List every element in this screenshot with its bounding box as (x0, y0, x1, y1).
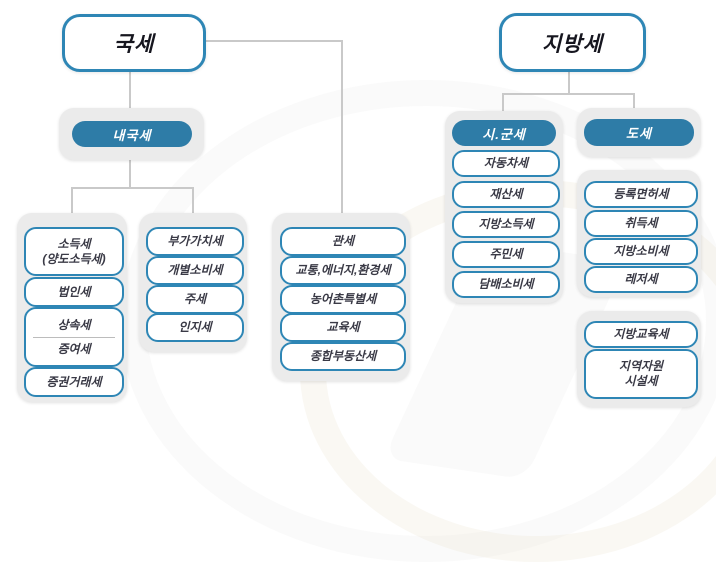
tax-item-label: 개별소비세 (167, 263, 223, 277)
tax-item-resident-tax: 주민세 (452, 241, 560, 268)
tax-item-label: 지방소득세 (478, 217, 534, 231)
connector-local-down (568, 66, 570, 94)
node-national-tax: 국세 (62, 14, 206, 72)
tax-item-label: 레저세 (624, 272, 658, 286)
local-tax-title: 지방세 (542, 32, 603, 56)
tax-item-vat: 부가가치세 (146, 227, 244, 256)
panel-province-tax-items-2: 지방교육세 지역자원 시설세 (577, 311, 701, 407)
tax-item-label: 상속세 (57, 317, 91, 332)
panel-province-tax-header: 도세 (577, 108, 701, 157)
tax-item-income-tax: 소득세 (양도소득세) (24, 227, 124, 276)
panel-national-column-1: 소득세 (양도소득세) 법인세 상속세 증여세 증권거래세 (17, 213, 127, 402)
tax-item-label: 증여세 (57, 341, 91, 356)
connector-national-to-customs-horizontal (200, 40, 343, 42)
tax-item-local-education-tax: 지방교육세 (584, 321, 698, 348)
panel-national-column-3: 관세 교통,에너지,환경세 농어촌특별세 교육세 종합부동산세 (272, 213, 410, 381)
tax-item-acquisition-tax: 취득세 (584, 210, 698, 237)
tax-item-label: 등록면허세 (613, 187, 669, 201)
connector-national-to-internal (129, 66, 131, 108)
tax-item-label: 재산세 (489, 187, 523, 201)
tax-item-liquor-tax: 주세 (146, 285, 244, 314)
tax-item-leisure-tax: 레저세 (584, 266, 698, 293)
tax-item-label: 시설세 (624, 374, 658, 388)
tax-item-automobile-tax: 자동차세 (452, 150, 560, 177)
connector-internal-branch-horizontal (71, 187, 194, 189)
panel-province-tax-items-1: 등록면허세 취득세 지방소비세 레저세 (577, 170, 701, 297)
internal-tax-label: 내국세 (112, 127, 152, 143)
tax-item-label: 농어촌특별세 (309, 292, 377, 306)
tax-item-corporate-tax: 법인세 (24, 277, 124, 307)
tax-item-label: 주민세 (489, 247, 523, 261)
tax-item-rural-development-special-tax: 농어촌특별세 (280, 285, 406, 314)
connector-branch-to-city-county (502, 93, 504, 112)
connector-national-to-customs-vertical (341, 41, 343, 213)
connector-internal-down (129, 160, 131, 188)
tax-item-local-income-tax: 지방소득세 (452, 211, 560, 238)
node-province-tax: 도세 (584, 119, 694, 146)
tax-item-securities-transaction-tax: 증권거래세 (24, 367, 124, 397)
connector-branch-to-column2 (192, 187, 194, 214)
tax-item-education-tax: 교육세 (280, 313, 406, 342)
tax-item-customs-duty: 관세 (280, 227, 406, 256)
panel-national-column-2: 부가가치세 개별소비세 주세 인지세 (139, 213, 247, 352)
node-local-tax: 지방세 (499, 13, 646, 72)
tax-item-local-consumption-tax: 지방소비세 (584, 238, 698, 265)
tax-item-label: 소득세 (57, 236, 91, 251)
tax-item-comprehensive-real-estate-tax: 종합부동산세 (280, 342, 406, 371)
tax-item-property-tax: 재산세 (452, 181, 560, 208)
tax-item-individual-consumption-tax: 개별소비세 (146, 256, 244, 285)
tax-item-label: 법인세 (57, 284, 91, 299)
connector-branch-to-column1 (71, 187, 73, 214)
province-tax-label: 도세 (626, 126, 652, 141)
tax-item-inheritance-gift-tax: 상속세 증여세 (24, 307, 124, 367)
tax-item-transport-energy-environment-tax: 교통,에너지,환경세 (280, 256, 406, 285)
tax-item-label: 관세 (331, 234, 355, 248)
tax-item-label: 담배소비세 (478, 277, 534, 291)
tax-item-label: 주세 (183, 292, 207, 306)
tax-item-label: 교육세 (326, 320, 360, 334)
item-divider (33, 336, 115, 338)
panel-city-county-tax: 시.군세 자동차세 재산세 지방소득세 주민세 담배소비세 (445, 111, 563, 303)
tax-item-label: 인지세 (178, 320, 212, 334)
tax-item-label: 지방소비세 (613, 244, 669, 258)
tax-item-label: 지방교육세 (613, 327, 669, 341)
tax-item-tobacco-consumption-tax: 담배소비세 (452, 271, 560, 298)
national-tax-title: 국세 (113, 33, 155, 56)
connector-local-branch-horizontal (502, 93, 635, 95)
tax-item-regional-resource-facility-tax: 지역자원 시설세 (584, 349, 698, 399)
panel-internal-tax: 내국세 (59, 108, 204, 160)
tax-item-label: (양도소득세) (42, 251, 106, 266)
tax-item-label: 자동차세 (483, 156, 529, 170)
city-county-tax-label: 시.군세 (482, 126, 526, 142)
tax-item-label: 증권거래세 (46, 374, 102, 389)
node-city-county-tax: 시.군세 (452, 120, 556, 146)
node-internal-tax: 내국세 (72, 121, 192, 147)
tax-item-label: 종합부동산세 (309, 349, 377, 363)
tax-item-label: 교통,에너지,환경세 (295, 263, 391, 277)
tax-structure-diagram: 국세 지방세 내국세 소득세 (양도소득세) 법인세 상속세 증여세 증권거래세… (17, 13, 716, 562)
tax-item-label: 부가가치세 (167, 234, 223, 248)
tax-item-registration-license-tax: 등록면허세 (584, 181, 698, 208)
tax-item-stamp-tax: 인지세 (146, 313, 244, 342)
connector-branch-to-province (633, 93, 635, 109)
tax-item-label: 지역자원 (618, 359, 664, 373)
tax-item-label: 취득세 (624, 216, 658, 230)
